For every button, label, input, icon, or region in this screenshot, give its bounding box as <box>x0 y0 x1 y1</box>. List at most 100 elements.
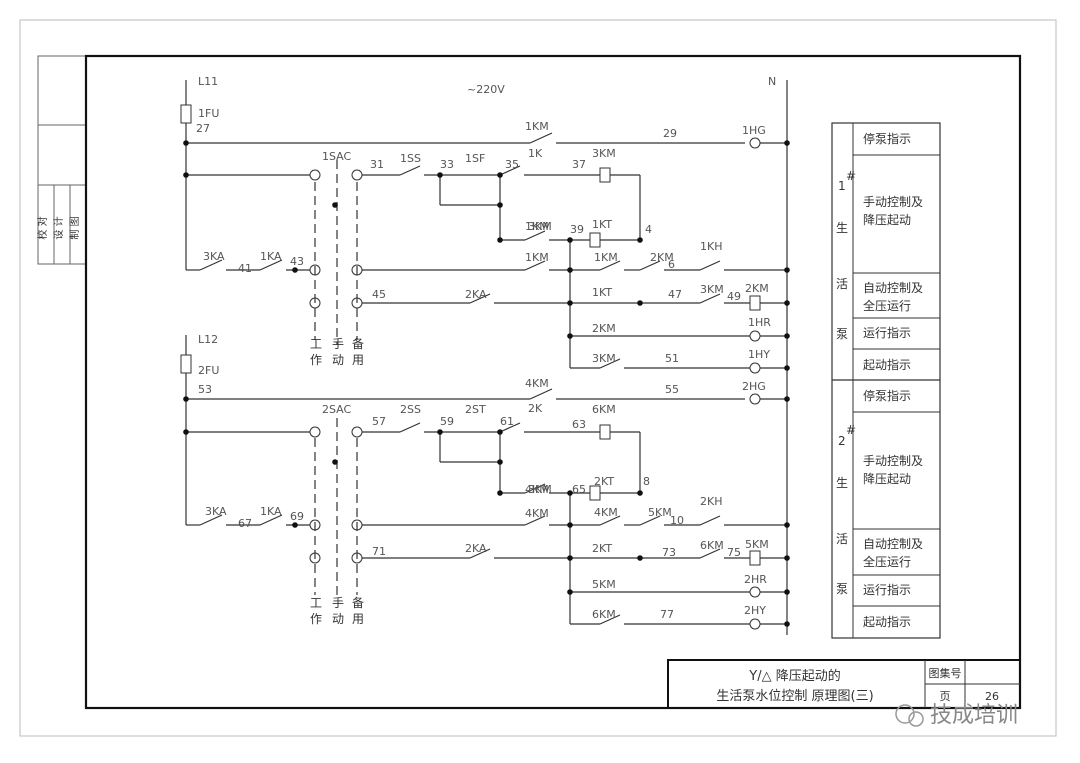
circuit-label: 2HY <box>744 604 766 617</box>
circuit-label: 1KT <box>592 218 612 231</box>
strip-text-2: 设 计 <box>52 216 65 239</box>
circuit-label: 27 <box>196 122 210 135</box>
circuit-label: 2K <box>528 402 543 415</box>
switch-position-label: 作 <box>310 353 322 367</box>
switch-position-label: 手 <box>332 596 344 610</box>
p2-manual-2: 降压起动 <box>863 472 911 486</box>
circuit-label: 2KM <box>745 282 769 295</box>
circuit-label: 2KM <box>650 251 674 264</box>
p1-start-indicator: 起动指示 <box>863 357 911 372</box>
circuit-label: 1K <box>528 147 543 160</box>
circuit-label: 2HG <box>742 380 766 393</box>
circuit-label: 33 <box>440 158 454 171</box>
label-1fu: 1FU <box>198 107 219 120</box>
circuit-label: 5KM <box>745 538 769 551</box>
wechat-icon <box>895 704 915 724</box>
label-voltage: ~220V <box>467 83 505 96</box>
circuit-label: 6 <box>668 258 675 271</box>
circuit-label: 61 <box>500 415 514 428</box>
switch-position-label: 备 <box>352 337 364 351</box>
circuit-label: 71 <box>372 545 386 558</box>
circuit-label: 37 <box>572 158 586 171</box>
watermark-text: 技成培训 <box>930 703 1018 728</box>
circuit-label: 65 <box>572 483 586 496</box>
circuit-label: 39 <box>570 223 584 236</box>
p1-group-4: 泵 <box>836 327 848 341</box>
p2-start-indicator: 起动指示 <box>863 614 911 629</box>
p2-auto-2: 全压运行 <box>863 554 911 569</box>
circuit-label: 6KM <box>592 608 616 621</box>
circuit-label: 41 <box>238 262 252 275</box>
p1-group-2: 生 <box>836 221 848 235</box>
strip-text-3: 制 图 <box>68 216 81 239</box>
circuit-label: 1KH <box>700 240 722 253</box>
p1-group-1: 1 <box>838 179 846 193</box>
circuit-label: 69 <box>290 510 304 523</box>
circuit-label: 43 <box>290 255 304 268</box>
circuit-label: 53 <box>198 383 212 396</box>
switch-position-label: 作 <box>310 612 322 626</box>
circuit-label: 51 <box>665 352 679 365</box>
circuit-label: 5KM <box>592 578 616 591</box>
circuit-label: 6KM <box>592 403 616 416</box>
circuit-label: 1SS <box>400 152 421 165</box>
circuit-label: 1KM <box>525 251 549 264</box>
title-line-1: Y/△ 降压起动的 <box>748 668 840 684</box>
p1-stop-indicator: 停泵指示 <box>863 131 911 146</box>
circuit-label: 2KA <box>465 542 487 555</box>
fuse-2fu <box>180 354 192 374</box>
circuit-label: 2KA <box>465 288 487 301</box>
circuit-label: 10 <box>670 514 684 527</box>
drawing-frame <box>84 54 1022 710</box>
p2-group-1: 2 <box>838 434 846 448</box>
switch-position-label: 动 <box>332 612 344 626</box>
circuit-label: 1KM <box>525 220 549 233</box>
circuit-label: 1KM <box>525 120 549 133</box>
circuit-label: 8 <box>643 475 650 488</box>
circuit-label: 1HY <box>748 348 770 361</box>
switch-position-label: 工 <box>310 596 322 610</box>
circuit-label: 2KT <box>594 475 614 488</box>
watermark: 技成培训 <box>895 703 1018 728</box>
label-neutral: N <box>768 75 776 88</box>
label-l12: L12 <box>198 333 218 346</box>
circuit-label: 4KM <box>525 377 549 390</box>
circuit-label: 4KM <box>594 506 618 519</box>
switch-position-label: 动 <box>332 353 344 367</box>
lamp-1hg <box>749 137 761 149</box>
circuit-label: 29 <box>663 127 677 140</box>
circuit-label: 1KT <box>592 286 612 299</box>
circuit-label: 59 <box>440 415 454 428</box>
p1-auto-1: 自动控制及 <box>863 281 923 295</box>
p1-auto-2: 全压运行 <box>863 298 911 313</box>
circuit-label: 2KT <box>592 542 612 555</box>
circuit-label: 4 <box>645 223 652 236</box>
circuit-label: 73 <box>662 546 676 559</box>
page-label: 页 <box>940 690 951 703</box>
p2-auto-1: 自动控制及 <box>863 537 923 551</box>
switch-position-label: 用 <box>352 612 364 626</box>
switch-position-label: 用 <box>352 353 364 367</box>
circuit-label: 47 <box>668 288 682 301</box>
coil-3km <box>599 167 611 183</box>
circuit-label: 6KM <box>700 539 724 552</box>
circuit-label: 3KM <box>700 283 724 296</box>
p2-run-indicator: 运行指示 <box>863 582 911 597</box>
title-line-2: 生活泵水位控制 原理图(三) <box>716 689 873 704</box>
circuit-label: 45 <box>372 288 386 301</box>
circuit-label: 35 <box>505 158 519 171</box>
label-l11: L11 <box>198 75 218 88</box>
junction-dots <box>183 140 790 627</box>
circuit-label: 1SF <box>465 152 485 165</box>
strip-text-1: 校 对 <box>36 216 49 239</box>
p2-group-2: 生 <box>836 476 848 490</box>
circuit-label: 4KM <box>525 507 549 520</box>
circuit-label: 3KA <box>205 505 227 518</box>
fuse-1fu <box>180 104 192 124</box>
circuit-label: 2SAC <box>322 403 352 416</box>
circuit-label: 3KM <box>592 147 616 160</box>
circuit-label: 57 <box>372 415 386 428</box>
